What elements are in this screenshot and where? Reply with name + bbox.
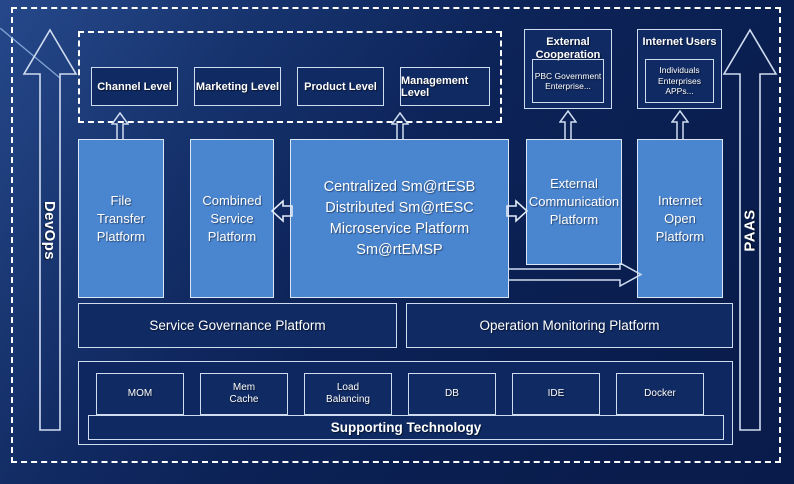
internet-users-title: Internet Users bbox=[642, 36, 717, 48]
platform-internet-open-label: Internet Open Platform bbox=[655, 192, 705, 244]
arrow-core-to-internet-open bbox=[507, 261, 643, 292]
paas-rail: PAAS bbox=[722, 28, 778, 432]
tech-box-db-label: DB bbox=[445, 388, 459, 399]
platform-combined-service-label: Combined Service Platform bbox=[202, 192, 262, 244]
arrow-core-to-external-right bbox=[506, 198, 529, 229]
platform-file-transfer-label: File Transfer Platform bbox=[96, 192, 146, 244]
supporting-technology-bar[interactable]: Supporting Technology bbox=[88, 415, 724, 440]
tech-box-load-balancing[interactable]: Load Balancing bbox=[304, 373, 392, 415]
up-arrow-management bbox=[390, 111, 410, 142]
operation-monitoring-label: Operation Monitoring Platform bbox=[479, 318, 660, 333]
external-cooperation-title: External Cooperation bbox=[535, 36, 601, 61]
operation-monitoring-platform[interactable]: Operation Monitoring Platform bbox=[406, 303, 733, 348]
level-label: Product Level bbox=[304, 80, 377, 93]
level-label: Channel Level bbox=[97, 80, 172, 93]
outer-dashed-frame bbox=[11, 7, 781, 463]
consumer-band-frame bbox=[78, 31, 502, 123]
tech-box-ide-label: IDE bbox=[547, 388, 565, 399]
tech-box-load-balancing-label: Load Balancing bbox=[326, 382, 370, 405]
paas-label: PAAS bbox=[741, 208, 759, 252]
level-box-channel[interactable]: Channel Level bbox=[91, 67, 178, 106]
internet-users-body: Individuals Enterprises APPs... bbox=[645, 59, 714, 103]
tech-box-db[interactable]: DB bbox=[408, 373, 496, 415]
tech-box-mom-label: MOM bbox=[127, 388, 153, 399]
platform-core-service-bus-label: Centralized Sm@rtESB Distributed Sm@rtES… bbox=[323, 178, 476, 258]
platform-core-service-bus[interactable]: Centralized Sm@rtESB Distributed Sm@rtES… bbox=[290, 139, 509, 298]
devops-label: DevOps bbox=[41, 200, 59, 260]
arrow-core-to-combined-left bbox=[270, 198, 293, 229]
up-arrow-channel bbox=[110, 111, 130, 142]
tech-box-docker-label: Docker bbox=[644, 388, 676, 399]
service-governance-platform[interactable]: Service Governance Platform bbox=[78, 303, 397, 348]
platform-combined-service[interactable]: Combined Service Platform bbox=[190, 139, 274, 298]
tech-box-docker[interactable]: Docker bbox=[616, 373, 704, 415]
level-box-management[interactable]: Management Level bbox=[400, 67, 490, 106]
platform-internet-open[interactable]: Internet Open Platform bbox=[637, 139, 723, 298]
level-box-product[interactable]: Product Level bbox=[297, 67, 384, 106]
internet-users-card[interactable]: Internet Users Individuals Enterprises A… bbox=[637, 29, 722, 109]
up-arrow-internet-users bbox=[670, 109, 690, 142]
tech-box-mom[interactable]: MOM bbox=[96, 373, 184, 415]
tech-box-mem-cache[interactable]: Mem Cache bbox=[200, 373, 288, 415]
level-label: Management Level bbox=[401, 74, 469, 99]
platform-external-communication-label: External Communication Platform bbox=[528, 176, 620, 227]
tech-box-ide[interactable]: IDE bbox=[512, 373, 600, 415]
level-label: Marketing Level bbox=[195, 80, 280, 93]
up-arrow-external-cooperation bbox=[558, 109, 578, 142]
external-cooperation-body: PBC Government Enterprise... bbox=[532, 59, 604, 103]
platform-external-communication[interactable]: External Communication Platform bbox=[526, 139, 622, 265]
external-cooperation-card[interactable]: External Cooperation PBC Government Ente… bbox=[524, 29, 612, 109]
devops-rail: DevOps bbox=[22, 28, 78, 432]
level-box-marketing[interactable]: Marketing Level bbox=[194, 67, 281, 106]
supporting-technology-label: Supporting Technology bbox=[330, 420, 482, 435]
service-governance-label: Service Governance Platform bbox=[149, 318, 326, 333]
tech-box-mem-cache-label: Mem Cache bbox=[229, 382, 259, 405]
devops-label-wrap: DevOps bbox=[22, 28, 78, 432]
platform-file-transfer[interactable]: File Transfer Platform bbox=[78, 139, 164, 298]
